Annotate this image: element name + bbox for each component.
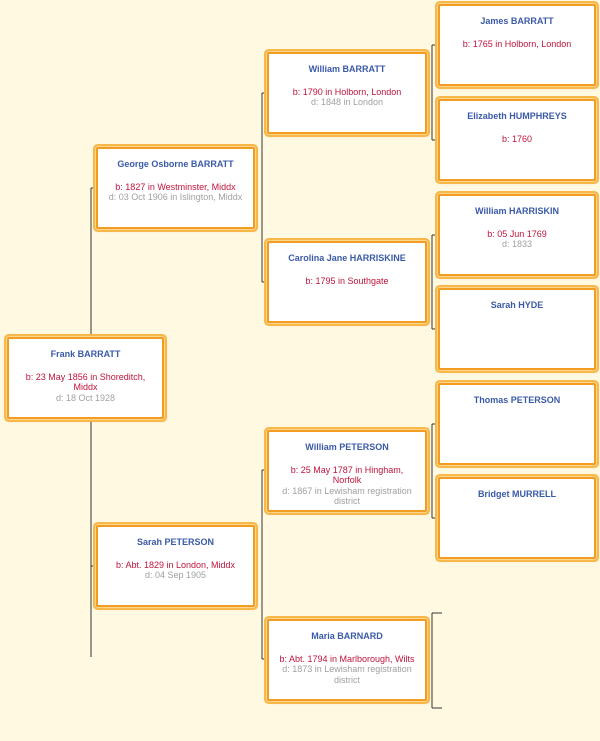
person-box-p8[interactable]: James BARRATT b: 1765 in Holborn, London [438, 4, 596, 86]
person-name: Maria BARNARD [311, 631, 383, 641]
person-name: Carolina Jane HARRISKINE [288, 253, 406, 263]
person-birth: b: 1760 [501, 133, 533, 144]
person-name: George Osborne BARRATT [117, 159, 234, 169]
person-box-p6[interactable]: William PETERSON b: 25 May 1787 in Hingh… [267, 430, 427, 512]
person-death: d: 1867 in Lewisham registration distric… [282, 485, 412, 507]
person-birth: b: 1765 in Holborn, London [462, 38, 572, 49]
person-box-p7[interactable]: Maria BARNARD b: Abt. 1794 in Marlboroug… [267, 619, 427, 701]
person-name: Sarah PETERSON [136, 537, 215, 547]
person-death: d: 18 Oct 1928 [55, 392, 116, 403]
person-birth: b: Abt. 1829 in London, Middx [115, 559, 236, 570]
person-name: Sarah HYDE [490, 300, 544, 310]
person-box-p1[interactable]: Frank BARRATT b: 23 May 1856 in Shoredit… [7, 337, 164, 419]
person-box-p13[interactable]: Bridget MURRELL [438, 477, 596, 559]
person-name: William PETERSON [305, 442, 389, 452]
person-box-p9[interactable]: Elizabeth HUMPHREYS b: 1760 [438, 99, 596, 181]
person-box-p3[interactable]: Sarah PETERSON b: Abt. 1829 in London, M… [96, 525, 255, 607]
person-birth: b: 25 May 1787 in Hingham, Norfolk [290, 464, 404, 486]
person-box-p11[interactable]: Sarah HYDE [438, 288, 596, 370]
person-birth: b: 23 May 1856 in Shoreditch, Middx [25, 371, 146, 393]
person-birth: b: 05 Jun 1769 [487, 228, 547, 239]
person-name: James BARRATT [480, 16, 554, 26]
person-name: Elizabeth HUMPHREYS [467, 111, 567, 121]
person-box-p4[interactable]: William BARRATT b: 1790 in Holborn, Lond… [267, 52, 427, 134]
person-name: Thomas PETERSON [473, 395, 561, 405]
person-name: William BARRATT [308, 64, 386, 74]
person-name: William HARRISKIN [475, 206, 559, 216]
person-name: Frank BARRATT [50, 349, 121, 359]
person-birth: b: 1827 in Westminster, Middx [115, 181, 236, 192]
person-box-p12[interactable]: Thomas PETERSON [438, 383, 596, 465]
person-box-p5[interactable]: Carolina Jane HARRISKINE b: 1795 in Sout… [267, 241, 427, 323]
person-box-p10[interactable]: William HARRISKIN b: 05 Jun 1769 d: 1833 [438, 194, 596, 276]
person-box-p2[interactable]: George Osborne BARRATT b: 1827 in Westmi… [96, 147, 255, 229]
person-name: Bridget MURRELL [478, 489, 556, 499]
person-death: d: 03 Oct 1906 in Islington, Middx [108, 192, 243, 202]
person-birth: b: 1790 in Holborn, London [292, 86, 402, 97]
person-death: d: 1833 [501, 239, 533, 249]
person-birth: b: 1795 in Southgate [305, 275, 389, 286]
person-death: d: 1873 in Lewisham registration distric… [282, 664, 412, 685]
person-death: d: 1848 in London [310, 97, 384, 107]
person-birth: b: Abt. 1794 in Marlborough, Wilts [279, 653, 415, 664]
person-death: d: 04 Sep 1905 [144, 570, 207, 580]
